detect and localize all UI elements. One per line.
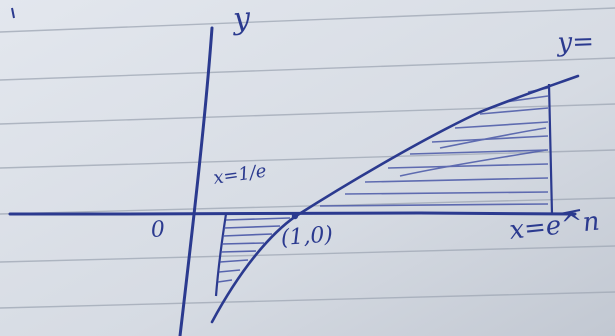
hatch-stroke [223, 225, 281, 229]
shaded-region-above [319, 87, 549, 207]
stray-ink-mark [11, 7, 15, 19]
hatch-stroke [220, 250, 257, 253]
rule-line [0, 7, 615, 33]
x-axis-tail [559, 209, 581, 215]
origin-label: 0 [150, 217, 166, 243]
hatch-stroke [222, 233, 273, 237]
rule-line [0, 57, 615, 81]
hatch-stroke [221, 242, 265, 245]
hatch-stroke [431, 135, 549, 143]
shaded-region-below [217, 217, 291, 283]
rule-line [0, 197, 615, 215]
y-axis-label: y [232, 0, 252, 37]
rule-line [0, 149, 615, 169]
x-axis-line [8, 211, 577, 216]
rule-line [0, 291, 615, 309]
x-e-line [547, 83, 554, 215]
hatch-stroke [219, 259, 249, 263]
hatch-stroke [218, 269, 241, 273]
curve-label: y= [557, 26, 595, 58]
hatch-stroke [344, 191, 549, 195]
log-curve [210, 74, 580, 324]
rule-line [0, 245, 615, 263]
hatch-stroke [364, 177, 549, 183]
ruled-lines [0, 7, 615, 309]
hatch-stroke [225, 217, 291, 221]
hatch-stroke [217, 279, 233, 283]
hatch-stroke [454, 121, 549, 129]
point-label: (1,0) [280, 222, 334, 251]
hatch-stroke [439, 127, 547, 149]
hatch-stroke [479, 107, 549, 115]
rule-line [0, 103, 615, 125]
hatch-stroke [409, 149, 549, 155]
x-inverse-e-line [214, 213, 228, 297]
hatch-stroke [319, 203, 549, 207]
hatch-stroke [387, 163, 549, 169]
point-marker [291, 212, 299, 220]
hatch-stroke [399, 149, 547, 177]
y-axis-line [178, 26, 214, 336]
